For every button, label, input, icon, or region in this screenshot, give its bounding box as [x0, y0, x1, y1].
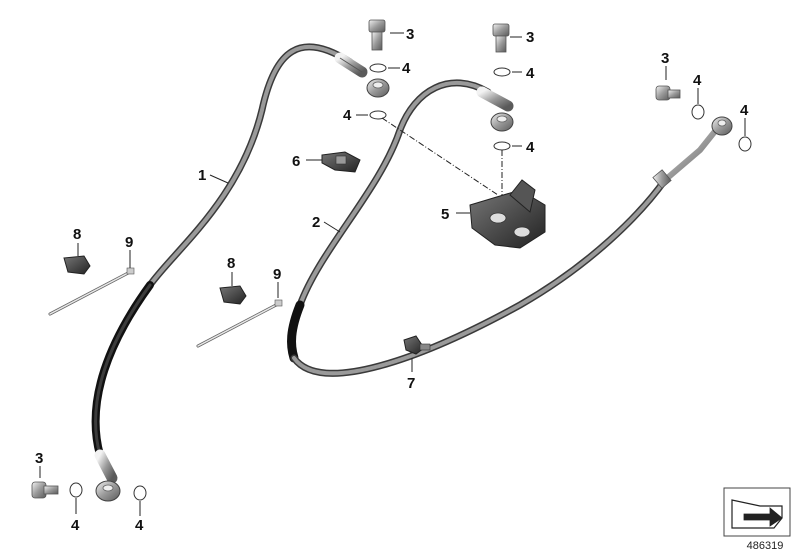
callout-4-f: 4: [740, 102, 749, 119]
callout-4-e: 4: [693, 72, 702, 89]
banjo-eye-hose-2-top: [490, 112, 514, 132]
callout-3-right: 3: [661, 50, 669, 67]
callout-4-d: 4: [526, 139, 535, 156]
grommet: [403, 335, 431, 355]
banjo-bolt-bottom-left: [31, 481, 59, 499]
callout-2: 2: [312, 214, 320, 231]
holder-middle: [219, 285, 247, 305]
callout-4-c: 4: [526, 65, 535, 82]
callout-9-left: 9: [125, 234, 133, 251]
callout-3-bottom-left: 3: [35, 450, 43, 467]
banjo-eye-hose-1-bottom: [95, 480, 121, 502]
banjo-eye-hose-2-right: [711, 116, 733, 136]
callout-4-b: 4: [343, 107, 352, 124]
leader-lines: [39, 32, 746, 516]
orientation-arrow-icon: [723, 487, 791, 537]
callout-4-a: 4: [402, 60, 411, 77]
brake-hose-1: [91, 43, 368, 484]
cable-tie-left: [48, 267, 135, 316]
banjo-bolt-top-left: [368, 19, 386, 51]
callout-9-middle: 9: [273, 266, 281, 283]
diagram-reference-number: 486319: [746, 540, 784, 552]
callout-7: 7: [407, 375, 415, 392]
callout-3-top-left: 3: [406, 26, 414, 43]
callout-1: 1: [198, 167, 206, 184]
sealing-rings: [69, 63, 752, 501]
callout-8-left: 8: [73, 226, 81, 243]
callout-4-h: 4: [135, 517, 144, 534]
cable-tie-middle: [196, 299, 283, 348]
callout-8-middle: 8: [227, 255, 235, 272]
holder-left: [63, 255, 91, 275]
callouts: 1 2 3 3 3 3 4 4 4 4 4 4 4 4 5 6 7 8 8 9 …: [35, 26, 749, 534]
callout-3-top-right: 3: [526, 29, 534, 46]
callout-4-g: 4: [71, 517, 80, 534]
banjo-eye-hose-1-top: [366, 78, 390, 98]
banjo-bolt-right: [655, 85, 681, 101]
clip: [321, 151, 361, 173]
assembly-lines: [381, 117, 503, 215]
callout-6: 6: [292, 153, 300, 170]
brake-hose-2: [287, 79, 719, 377]
banjo-bolt-top-right: [492, 23, 510, 53]
callout-5: 5: [441, 206, 449, 223]
bracket: [469, 179, 546, 249]
